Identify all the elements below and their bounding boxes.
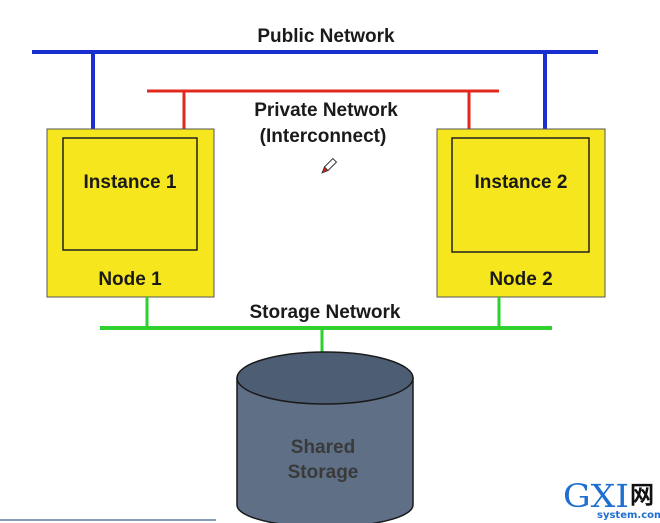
- shared-storage-label-line1: Shared: [291, 437, 355, 458]
- shared-storage-cylinder: Shared Storage: [236, 351, 414, 523]
- cylinder-body: [236, 377, 414, 523]
- instance-1-box: [62, 137, 198, 251]
- private-network-label: Private Network: [254, 100, 398, 121]
- cylinder-top: [236, 351, 414, 405]
- interconnect-label: (Interconnect): [260, 126, 387, 147]
- watermark-cn: 网: [630, 481, 654, 509]
- instance-2-box: [451, 137, 590, 253]
- watermark-letters: GXI: [563, 477, 629, 515]
- pen-cursor-icon: [321, 157, 338, 174]
- node-1-label: Node 1: [98, 269, 162, 290]
- node-2-label: Node 2: [489, 269, 552, 290]
- storage-network-label: Storage Network: [250, 302, 401, 323]
- public-network-label: Public Network: [257, 26, 395, 47]
- watermark-domain: system.com: [597, 510, 660, 521]
- node-1: Instance 1 Node 1: [46, 128, 215, 298]
- instance-2-label: Instance 2: [475, 172, 568, 193]
- node-2: Instance 2 Node 2: [436, 128, 606, 298]
- shared-storage-label-line2: Storage: [288, 462, 359, 483]
- instance-1-label: Instance 1: [84, 172, 177, 193]
- watermark-logo: GXI 网 system.com: [560, 474, 660, 523]
